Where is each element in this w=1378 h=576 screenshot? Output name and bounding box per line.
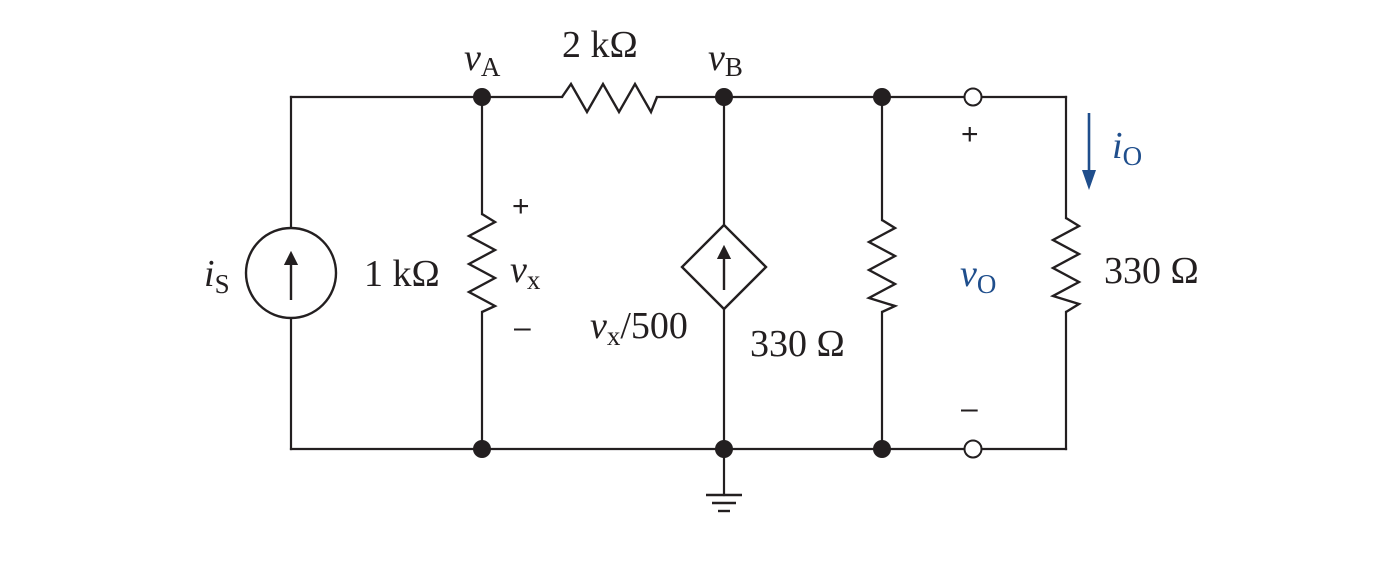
- node-bottom-3-dot: [873, 440, 891, 458]
- vx-plus-sign: +: [512, 190, 530, 223]
- current-source-icon: [244, 226, 338, 320]
- node-b-dot: [715, 88, 733, 106]
- node-bottom-2-dot: [715, 440, 733, 458]
- junction-nodes: [473, 87, 983, 459]
- vo-minus-sign: –: [961, 392, 978, 425]
- vx-label: vx: [510, 249, 541, 295]
- node-b-label: vB: [708, 37, 743, 82]
- r-330-mid-label: 330 Ω: [750, 323, 845, 365]
- node-top-right-dot: [873, 88, 891, 106]
- vo-plus-sign: +: [961, 118, 979, 151]
- dependent-current-source-icon: [680, 223, 768, 311]
- resistor-330-mid-icon: [865, 218, 899, 314]
- io-arrow-icon: [1082, 113, 1096, 190]
- io-label: iO: [1112, 125, 1142, 171]
- output-terminal-bottom: [963, 439, 983, 459]
- wires: [289, 95, 1068, 497]
- output-terminal-top: [963, 87, 983, 107]
- vx-minus-sign: –: [514, 311, 531, 344]
- resistor-2k-icon: [561, 81, 659, 115]
- ground-icon: [706, 493, 742, 513]
- node-a-dot: [473, 88, 491, 106]
- r-330-load-label: 330 Ω: [1104, 250, 1199, 292]
- dependent-source-label: vx/500: [590, 305, 688, 351]
- r-1k-label: 1 kΩ: [364, 253, 440, 295]
- source-current-label: iS: [204, 253, 230, 299]
- vo-label: vO: [960, 253, 996, 299]
- node-bottom-1-dot: [473, 440, 491, 458]
- r-series-label: 2 kΩ: [562, 24, 638, 66]
- node-a-label: vA: [464, 37, 501, 82]
- resistor-1k-icon: [466, 212, 498, 314]
- resistor-330-load-icon: [1049, 216, 1082, 314]
